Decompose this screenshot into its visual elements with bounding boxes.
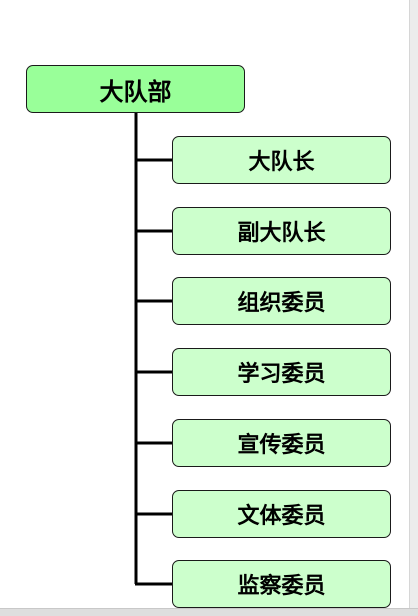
child-node-label: 副大队长 <box>237 220 326 246</box>
child-node-label: 宣传委员 <box>237 432 326 458</box>
child-node-sports-arts: 文体委员 <box>172 490 391 538</box>
child-node-label: 大队长 <box>248 149 315 175</box>
child-node-label: 组织委员 <box>237 290 326 316</box>
child-node-study: 学习委员 <box>172 348 391 396</box>
child-node-organization: 组织委员 <box>172 277 391 325</box>
root-node: 大队部 <box>26 65 245 113</box>
child-node-supervision: 监察委员 <box>172 560 391 608</box>
child-node-captain: 大队长 <box>172 136 391 184</box>
page-edge-bottom <box>0 608 418 616</box>
child-node-vice-captain: 副大队长 <box>172 207 391 255</box>
root-node-label: 大队部 <box>99 76 172 106</box>
page-edge-right <box>409 0 418 616</box>
child-node-label: 文体委员 <box>237 503 326 529</box>
child-node-label: 监察委员 <box>237 573 326 599</box>
child-node-publicity: 宣传委员 <box>172 419 391 467</box>
child-node-label: 学习委员 <box>237 361 326 387</box>
